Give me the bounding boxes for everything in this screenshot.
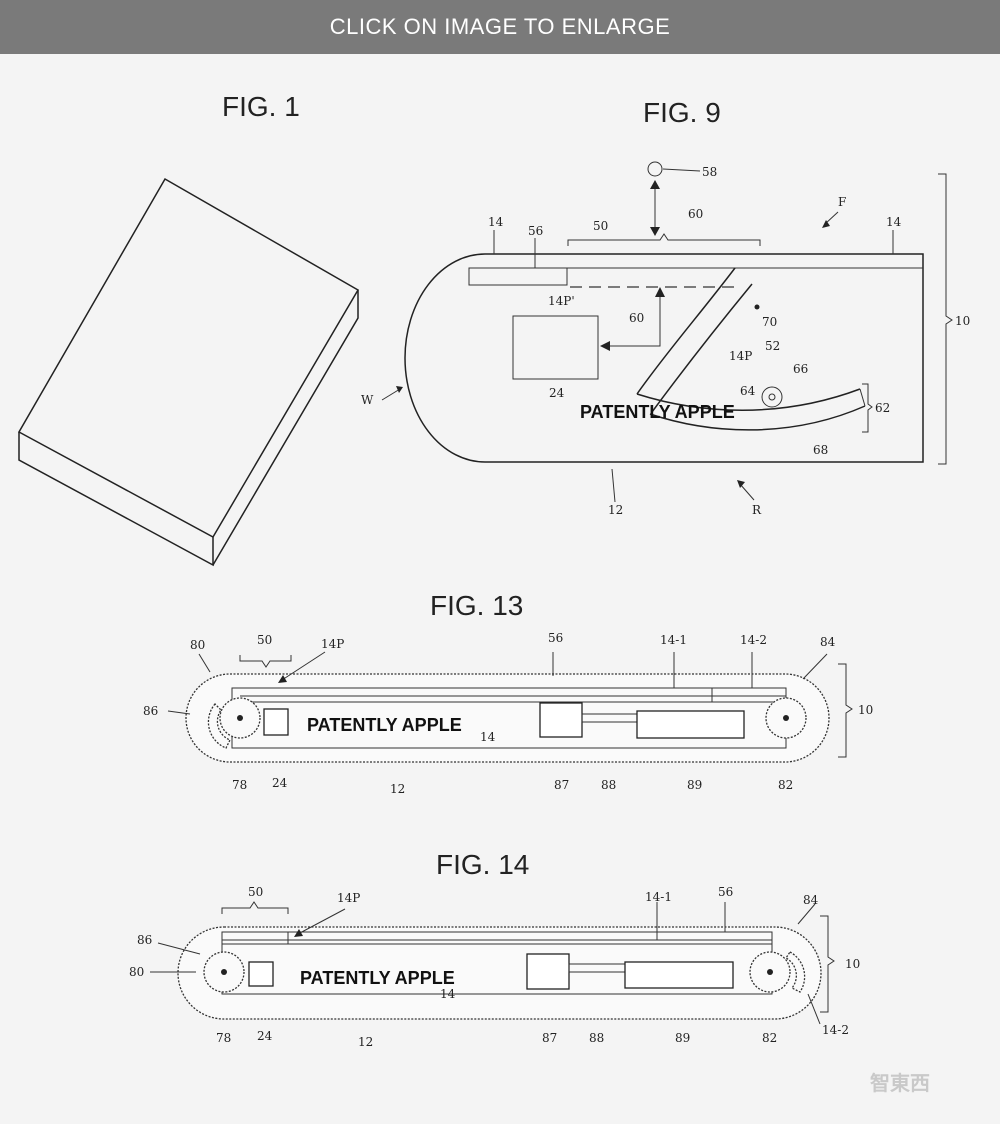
reference-label: 24 xyxy=(257,1029,273,1043)
reference-label: 89 xyxy=(675,1031,690,1045)
reference-label: 87 xyxy=(542,1031,557,1045)
fig9: FIG. 9 xyxy=(361,97,970,517)
fig9-reference-labels: 58 60 F 14 56 50 14 10 14P' 70 52 60 14P… xyxy=(361,165,970,517)
reference-label: 87 xyxy=(554,778,569,792)
reference-label: 66 xyxy=(793,362,808,376)
fig1: FIG. 1 xyxy=(19,91,358,565)
enlarge-banner[interactable]: CLICK ON IMAGE TO ENLARGE xyxy=(0,0,1000,54)
reference-label: 80 xyxy=(190,638,205,652)
fig14-drawing xyxy=(150,902,834,1024)
reference-label: 62 xyxy=(875,401,890,415)
reference-label: 88 xyxy=(601,778,616,792)
fig1-title: FIG. 1 xyxy=(222,91,300,122)
reference-label: 86 xyxy=(137,933,152,947)
reference-label: 12 xyxy=(390,782,405,796)
reference-label: 64 xyxy=(740,384,756,398)
reference-label: 50 xyxy=(593,219,608,233)
fig13-drawing xyxy=(168,652,852,762)
reference-label: 14 xyxy=(440,987,456,1001)
reference-label: 14 xyxy=(480,730,496,744)
corner-logo: 智東西 xyxy=(870,1071,930,1095)
fig9-watermark: PATENTLY APPLE xyxy=(580,402,735,422)
reference-label: W xyxy=(361,393,374,407)
reference-label: 10 xyxy=(858,703,873,717)
reference-label: 78 xyxy=(232,778,247,792)
reference-label: 60 xyxy=(629,311,644,325)
reference-label: 12 xyxy=(358,1035,373,1049)
reference-label: 14 xyxy=(886,215,902,229)
fig9-drawing xyxy=(382,162,952,502)
reference-label: 24 xyxy=(272,776,288,790)
reference-label: 60 xyxy=(688,207,703,221)
patent-figures: FIG. 1 FIG. 9 xyxy=(0,54,1000,1124)
reference-label: 58 xyxy=(702,165,717,179)
fig13-watermark: PATENTLY APPLE xyxy=(307,715,462,735)
reference-label: 14 xyxy=(488,215,504,229)
reference-label: 89 xyxy=(687,778,702,792)
reference-label: R xyxy=(752,503,762,517)
reference-label: 24 xyxy=(549,386,565,400)
reference-label: 12 xyxy=(608,503,623,517)
fig14-watermark: PATENTLY APPLE xyxy=(300,968,455,988)
reference-label: 56 xyxy=(718,885,733,899)
reference-label: 14-2 xyxy=(822,1023,849,1037)
banner-text: CLICK ON IMAGE TO ENLARGE xyxy=(330,14,671,40)
reference-label: 14-1 xyxy=(645,890,672,904)
reference-label: 80 xyxy=(129,965,144,979)
reference-label: 88 xyxy=(589,1031,604,1045)
reference-label: 14P xyxy=(337,891,360,905)
reference-label: 14P xyxy=(729,349,752,363)
reference-label: 50 xyxy=(257,633,272,647)
reference-label: 10 xyxy=(845,957,860,971)
reference-label: 84 xyxy=(803,893,819,907)
fig9-title: FIG. 9 xyxy=(643,97,721,128)
reference-label: 14-2 xyxy=(740,633,767,647)
reference-label: 68 xyxy=(813,443,828,457)
reference-label: 52 xyxy=(765,339,780,353)
reference-label: 78 xyxy=(216,1031,231,1045)
fig14: FIG. 14 xyxy=(129,849,860,1049)
reference-label: 14P xyxy=(321,637,344,651)
reference-label: 86 xyxy=(143,704,158,718)
reference-label: 10 xyxy=(955,314,970,328)
reference-label: 56 xyxy=(528,224,543,238)
reference-label: 82 xyxy=(762,1031,777,1045)
reference-label: F xyxy=(838,195,846,209)
fig1-device-drawing xyxy=(19,179,358,565)
reference-label: 84 xyxy=(820,635,836,649)
reference-label: 56 xyxy=(548,631,563,645)
reference-label: 82 xyxy=(778,778,793,792)
reference-label: 70 xyxy=(762,315,777,329)
reference-label: 50 xyxy=(248,885,263,899)
fig14-title: FIG. 14 xyxy=(436,849,529,880)
fig13-title: FIG. 13 xyxy=(430,590,523,621)
reference-label: 14-1 xyxy=(660,633,687,647)
reference-label: 14P' xyxy=(548,294,575,308)
fig13: FIG. 13 xyxy=(143,590,873,796)
